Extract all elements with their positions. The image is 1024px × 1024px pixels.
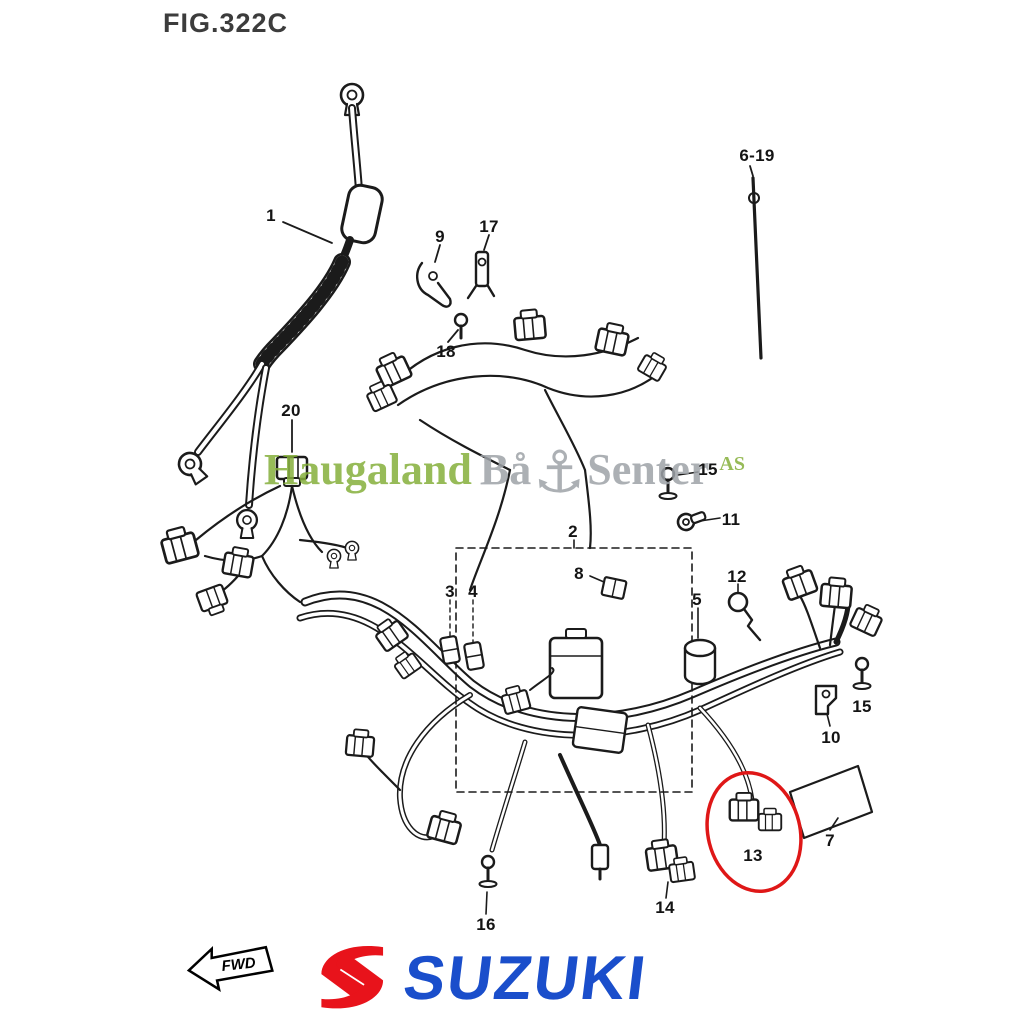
callout-5: 5	[692, 590, 702, 609]
bolt-part-15-lower	[852, 656, 872, 691]
callout-15-lower: 15	[852, 697, 872, 716]
brand-wordmark: SUZUKI	[399, 943, 652, 1013]
bolt-part-16	[478, 854, 498, 915]
suzuki-s-logo-icon	[321, 946, 384, 1009]
bolt-part-15-upper	[658, 466, 699, 501]
callout-9: 9	[435, 227, 445, 246]
relay-block-2	[571, 706, 629, 754]
relay-block	[548, 628, 604, 700]
dashed-box-part-2	[439, 539, 717, 793]
callout-7: 7	[825, 831, 835, 850]
bracket-part-10	[814, 684, 838, 727]
connector-cluster-part-20	[157, 419, 360, 619]
callout-8: 8	[574, 564, 584, 583]
fwd-arrow-shape	[186, 945, 274, 993]
bracket-parts-9-17-18	[416, 234, 496, 343]
upper-harness-branches	[362, 307, 671, 592]
callout-2: 2	[568, 522, 578, 541]
brand-logo: SUZUKI	[316, 938, 651, 1018]
cable-tie-part-12	[727, 583, 762, 642]
connector-part-8	[600, 576, 628, 600]
highlight-ellipse-part-13	[705, 770, 803, 894]
canister-part-5	[683, 638, 717, 686]
cable-tie-part-6-19	[748, 165, 763, 360]
callout-3: 3	[445, 582, 455, 601]
figure-number: FIG.322C	[163, 8, 289, 38]
callout-1: 1	[266, 206, 276, 225]
sheet-part-7	[788, 764, 874, 840]
callout-10: 10	[821, 728, 841, 747]
fwd-label: FWD	[221, 954, 257, 974]
callout-18: 18	[436, 342, 456, 361]
fwd-arrow: FWD	[183, 937, 278, 1001]
callout-17: 17	[479, 217, 499, 236]
sensor	[590, 843, 610, 881]
connector-part-13	[728, 791, 783, 832]
callout-12: 12	[727, 567, 747, 586]
connector-part-14	[643, 836, 697, 899]
callout-6-19: 6-19	[739, 146, 775, 165]
callout-14: 14	[655, 898, 675, 917]
callout-20: 20	[281, 401, 301, 420]
callout-13: 13	[743, 846, 763, 865]
main-harness-trunk	[296, 561, 887, 881]
battery-cable-part-1	[173, 82, 384, 540]
callout-4: 4	[468, 582, 478, 601]
clamp-part-11	[676, 511, 721, 532]
callout-15-upper: 15	[698, 460, 718, 479]
callout-16: 16	[476, 915, 496, 934]
callout-11: 11	[721, 510, 741, 529]
